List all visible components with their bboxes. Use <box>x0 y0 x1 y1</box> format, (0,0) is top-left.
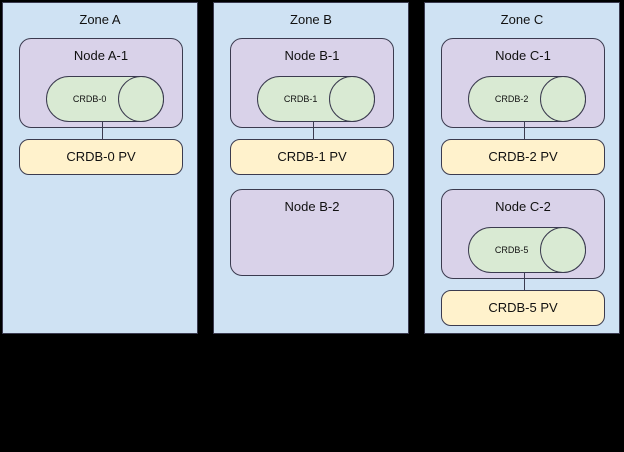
volume-crdb-0-pv-label: CRDB-0 PV <box>66 149 136 164</box>
zone-b[interactable]: Zone B Node B-1 CRDB-1 CRDB-1 PV Node B-… <box>213 2 409 334</box>
connector-crdb-5 <box>524 272 525 291</box>
node-c-2[interactable]: Node C-2 CRDB-5 <box>441 189 605 279</box>
node-b-2[interactable]: Node B-2 <box>230 189 394 276</box>
database-crdb-0[interactable]: CRDB-0 <box>46 76 164 122</box>
node-c-2-title: Node C-2 <box>495 199 551 214</box>
zone-c[interactable]: Zone C Node C-1 CRDB-2 CRDB-2 PV Node C-… <box>424 2 620 334</box>
database-crdb-5[interactable]: CRDB-5 <box>468 227 586 273</box>
volume-crdb-5-pv[interactable]: CRDB-5 PV <box>441 290 605 326</box>
connector-crdb-1 <box>313 121 314 140</box>
zone-c-title: Zone C <box>500 12 544 27</box>
connector-crdb-2 <box>524 121 525 140</box>
database-crdb-1[interactable]: CRDB-1 <box>257 76 375 122</box>
database-crdb-2[interactable]: CRDB-2 <box>468 76 586 122</box>
node-b-1[interactable]: Node B-1 CRDB-1 <box>230 38 394 128</box>
cylinder-shape <box>257 76 375 122</box>
node-b-1-title: Node B-1 <box>284 48 340 63</box>
volume-crdb-0-pv[interactable]: CRDB-0 PV <box>19 139 183 175</box>
volume-crdb-2-pv-label: CRDB-2 PV <box>488 149 558 164</box>
zone-a-title: Zone A <box>79 12 121 27</box>
zone-a[interactable]: Zone A Node A-1 CRDB-0 CRDB-0 PV <box>2 2 198 334</box>
cylinder-shape <box>468 227 586 273</box>
node-c-1-title: Node C-1 <box>495 48 551 63</box>
connector-crdb-0 <box>102 121 103 140</box>
zone-b-title: Zone B <box>290 12 332 27</box>
cylinder-shape <box>46 76 164 122</box>
cylinder-shape <box>468 76 586 122</box>
volume-crdb-2-pv[interactable]: CRDB-2 PV <box>441 139 605 175</box>
node-a-1[interactable]: Node A-1 CRDB-0 <box>19 38 183 128</box>
node-c-1[interactable]: Node C-1 CRDB-2 <box>441 38 605 128</box>
volume-crdb-1-pv[interactable]: CRDB-1 PV <box>230 139 394 175</box>
volume-crdb-5-pv-label: CRDB-5 PV <box>488 300 558 315</box>
node-b-2-title: Node B-2 <box>284 199 340 214</box>
volume-crdb-1-pv-label: CRDB-1 PV <box>277 149 347 164</box>
node-a-1-title: Node A-1 <box>73 48 129 63</box>
